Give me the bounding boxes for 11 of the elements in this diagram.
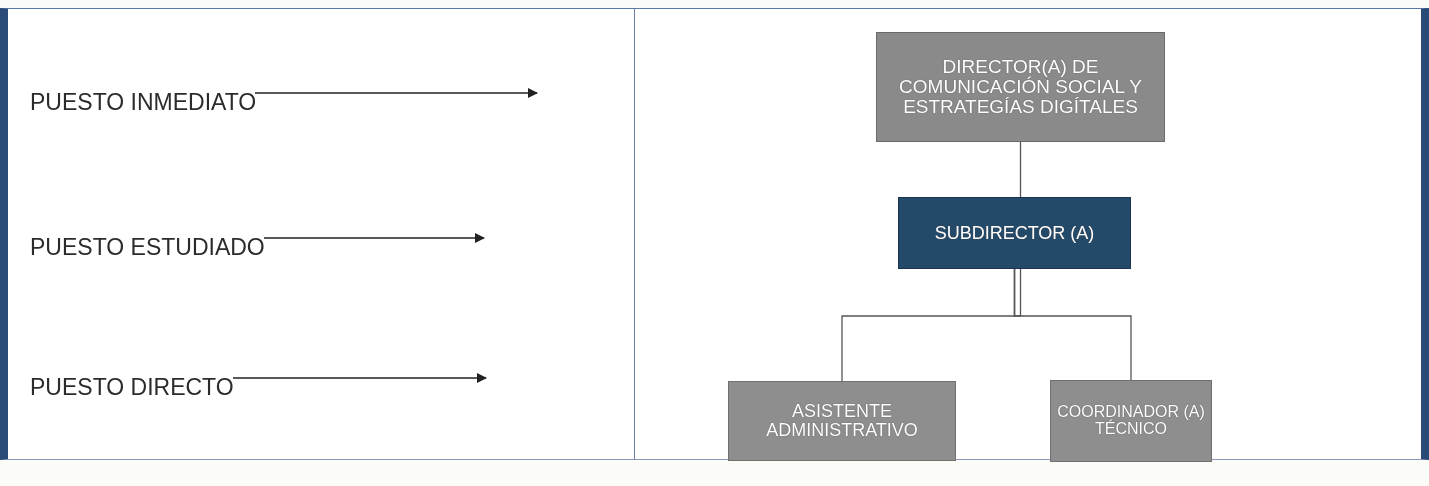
arrow xyxy=(263,233,485,243)
position-label: PUESTO ESTUDIADO xyxy=(30,233,265,261)
position-box: SUBDIRECTOR (A) xyxy=(898,197,1131,269)
position-box: ASISTENTE ADMINISTRATIVO xyxy=(728,381,956,461)
connector-line xyxy=(1013,268,1132,381)
position-label: PUESTO INMEDIATO xyxy=(30,88,257,116)
position-box: COORDINADOR (A) TÉCNICO xyxy=(1050,380,1212,462)
arrow xyxy=(254,88,538,98)
position-label: PUESTO DIRECTO xyxy=(30,373,234,401)
position-box: DIRECTOR(A) DE COMUNICACIÓN SOCIAL Y ESTRATEGÍAS DIGÍTALES xyxy=(876,32,1165,142)
arrow xyxy=(232,373,487,383)
